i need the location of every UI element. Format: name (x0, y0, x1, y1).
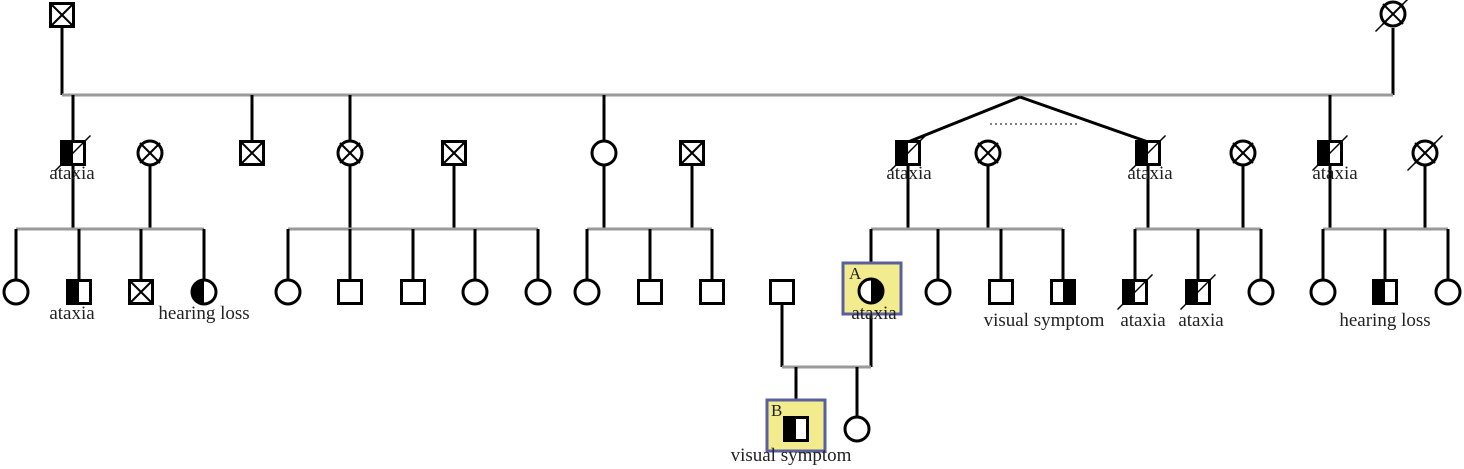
label-g3-ataxia-b: ataxia (1120, 310, 1166, 331)
affected-half-fill (67, 280, 79, 304)
g3-f4-c3-square-symbol (988, 279, 1014, 305)
g2-wife-4-circle-symbol (1406, 134, 1444, 172)
g3-f2-c5-circle-symbol (524, 278, 552, 306)
label-g3-ataxia-c: ataxia (1178, 310, 1224, 331)
g2-daughter-2-circle-symbol (590, 139, 618, 167)
g2-son-2-square-symbol (239, 140, 265, 166)
g3-f3-c1-circle-symbol (573, 278, 601, 306)
g2-son-1-square-symbol (54, 134, 92, 172)
deceased-slash (1129, 134, 1167, 172)
g3-f5-c2-square-symbol (1179, 273, 1217, 311)
affected-half-fill (1063, 280, 1075, 304)
g3-f1-c2-square-symbol (66, 279, 92, 305)
label-g4-visual-symptom: visual symptom (731, 445, 852, 466)
affected-half-fill (896, 141, 908, 165)
label-g3-hearing-loss-a: hearing loss (158, 303, 249, 324)
g1-grandfather-square-symbol (49, 2, 75, 28)
g3-f2-c3-square-symbol (400, 279, 426, 305)
g3-f5-c1-square-symbol (1116, 273, 1154, 311)
affected-half-fill (1123, 280, 1135, 304)
affected-half-fill (1373, 280, 1385, 304)
affected-half-fill (1136, 141, 1148, 165)
g2-husband-2-square-symbol (679, 140, 705, 166)
g2-husband-1-square-symbol (441, 140, 467, 166)
g4-daughter-circle-symbol (843, 415, 871, 443)
g3-f4-c2-circle-symbol (924, 278, 952, 306)
deceased-slash (1179, 273, 1217, 311)
deceased-slash (1406, 134, 1444, 172)
g3-f2-c4-circle-symbol (461, 278, 489, 306)
g2-son-3-square-symbol (1311, 134, 1349, 172)
label-g2-ataxia-c: ataxia (1127, 163, 1173, 184)
g3-spouse-square-symbol (769, 279, 795, 305)
deceased-slash (1116, 273, 1154, 311)
individuals (2, 0, 1462, 443)
g3-f3-c2-square-symbol (637, 279, 663, 305)
deceased-slash (1311, 134, 1349, 172)
label-g2-ataxia-a: ataxia (49, 163, 95, 184)
label-g2-ataxia-b: ataxia (886, 163, 932, 184)
g2-twin-right (1019, 95, 1149, 144)
g3-f4-c4-square-symbol (1050, 279, 1076, 305)
affected-half-fill (784, 417, 796, 441)
g3-f3-c3-square-symbol (699, 279, 725, 305)
g2-twin-2-square-symbol (1129, 134, 1167, 172)
g3-f6-c1-circle-symbol (1309, 278, 1337, 306)
g2-wife-2-circle-symbol (974, 139, 1002, 167)
label-g2-ataxia-d: ataxia (1312, 163, 1358, 184)
g3-f2-c1-circle-symbol (274, 278, 302, 306)
g2-wife-3-circle-symbol (1229, 139, 1257, 167)
g3-proband-a-circle-symbol (857, 277, 885, 305)
g1-grandmother-circle-symbol (1374, 0, 1409, 33)
g4-proband-b-square-symbol (783, 416, 809, 442)
label-g3-ataxia-a: ataxia (49, 303, 95, 324)
g3-f1-c1-circle-symbol (2, 278, 30, 306)
highlight-tag-a: A (849, 264, 862, 283)
affected-half-fill (61, 141, 73, 165)
affected-half-fill (1186, 280, 1198, 304)
g2-daughter-1-circle-symbol (336, 139, 364, 167)
deceased-slash (1374, 0, 1409, 33)
g3-f1-c3-square-symbol (128, 279, 154, 305)
g3-f2-c2-square-symbol (337, 279, 363, 305)
g2-wife-1-circle-symbol (136, 139, 164, 167)
deceased-slash (889, 134, 927, 172)
connector-lines (14, 28, 1450, 416)
label-g3-hearing-loss-b: hearing loss (1339, 310, 1430, 331)
affected-half-fill (1318, 141, 1330, 165)
g3-f6-c2-square-symbol (1372, 279, 1398, 305)
g3-f1-c4-circle-symbol (190, 278, 218, 306)
deceased-slash (54, 134, 92, 172)
labels: ataxia ataxia ataxia ataxia ataxia heari… (49, 163, 1430, 466)
g2-twin-1-square-symbol (889, 134, 927, 172)
g3-f6-c3-circle-symbol (1434, 278, 1462, 306)
g3-f5-c3-circle-symbol (1247, 278, 1275, 306)
label-g3-visual-symptom: visual symptom (984, 310, 1105, 331)
g2-twin-left (907, 95, 1021, 144)
highlight-tag-b: B (771, 401, 782, 420)
label-g3-ataxia-proband: ataxia (851, 303, 897, 324)
